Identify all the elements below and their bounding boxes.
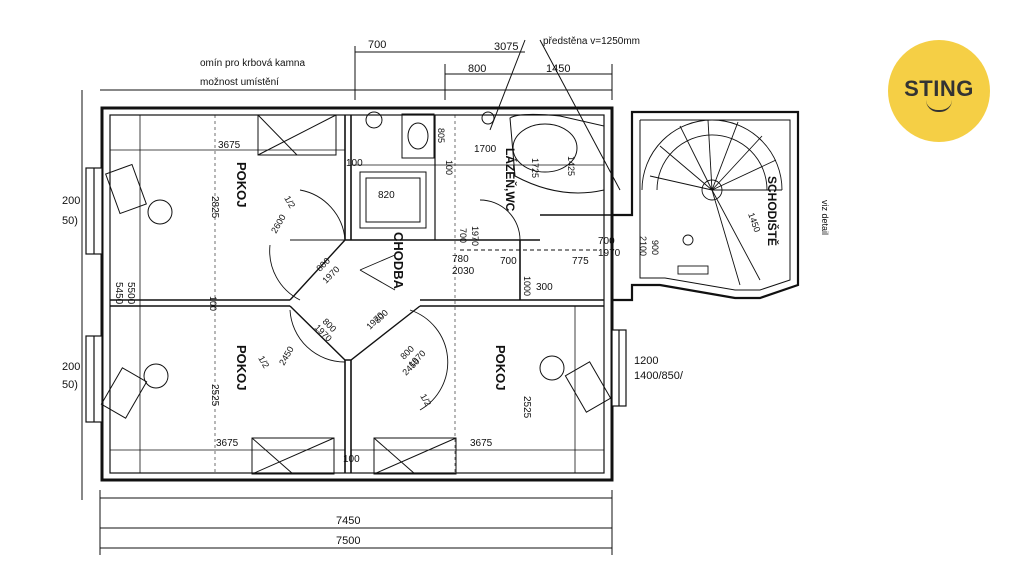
room-label-lazen-wc: LÁZEŇ,WC: [503, 148, 518, 212]
outer-walls: [100, 106, 800, 482]
dim-700-mid: 700: [500, 256, 517, 267]
window-right-detail: 1400/850/: [634, 370, 684, 382]
note-komin-line2: možnost umístění: [200, 77, 279, 88]
door-swings: [269, 189, 600, 411]
roof-windows: [251, 114, 457, 475]
dim-5500: 5500: [125, 282, 136, 305]
room-label-pokoj-bottom-left: POKOJ: [234, 345, 249, 391]
dim-3675-bottom-right: 3675: [470, 438, 493, 449]
note-komin-line1: omín pro krbová kamna: [200, 58, 305, 69]
dim-805: 805: [436, 128, 446, 143]
dim-1450-top: 1450: [546, 63, 570, 75]
window-left-top-size: 200: [62, 195, 80, 207]
furniture: [100, 111, 612, 419]
dim-700-right: 700: [598, 236, 615, 247]
interior-walls: [110, 115, 612, 473]
dim-300: 300: [536, 282, 553, 293]
dim-1725: 1725: [530, 158, 540, 178]
dim-3675-bottom-left: 3675: [216, 438, 239, 449]
dim-100-b: 100: [444, 160, 454, 175]
dim-2825: 2825: [209, 196, 220, 219]
dim-2100: 2100: [638, 236, 648, 256]
dim-3075: 3075: [494, 41, 518, 53]
window-right-size: 1200: [634, 355, 658, 367]
dim-800-top: 800: [468, 63, 486, 75]
window-left-bottom-detail: 50): [62, 379, 78, 391]
sting-logo[interactable]: STING: [888, 40, 990, 142]
room-label-chodba: CHODBA: [391, 232, 406, 290]
logo-smile-icon: [926, 100, 952, 112]
dim-100-mid: 100: [208, 296, 218, 311]
dim-1425: 1425: [566, 156, 576, 176]
dim-1000: 1000: [522, 276, 532, 296]
dim-2525-left: 2525: [209, 384, 220, 407]
dim-3675-top: 3675: [218, 140, 241, 151]
dim-100-bottom: 100: [343, 454, 360, 465]
dim-2030: 2030: [452, 266, 475, 277]
room-label-schodiste: SCHODIŠTĚ: [765, 176, 780, 246]
logo-text: STING: [904, 76, 974, 101]
dim-1700: 1700: [474, 144, 497, 155]
dim-820: 820: [378, 190, 395, 201]
bottom-dimension-lines: [99, 490, 613, 555]
right-window: [611, 329, 627, 407]
window-left-top-detail: 50): [62, 215, 78, 227]
dim-5450: 5450: [113, 282, 124, 305]
dim-1970-right: 1970: [598, 248, 621, 259]
scan-page: [62, 8, 840, 584]
note-viz-detail: viz detail: [820, 200, 830, 235]
window-left-bottom-size: 200: [62, 361, 80, 373]
dim-775: 775: [572, 256, 589, 267]
dim-2525-right: 2525: [521, 396, 532, 419]
top-dimension-lines: [81, 39, 621, 500]
dim-900: 900: [650, 240, 660, 255]
room-label-pokoj-top: POKOJ: [234, 162, 249, 208]
dim-1970-wc: 1970: [470, 226, 480, 246]
dim-700-wc: 700: [458, 228, 468, 243]
dim-100-a: 100: [346, 158, 363, 169]
note-predstena: předstěna v=1250mm: [543, 36, 640, 47]
left-windows: [85, 167, 103, 423]
spiral-staircase: [641, 119, 783, 286]
dim-7500: 7500: [336, 535, 360, 547]
room-label-pokoj-bottom-right: POKOJ: [493, 345, 508, 391]
dim-7450: 7450: [336, 515, 360, 527]
dim-700-top: 700: [368, 39, 386, 51]
dim-780: 780: [452, 254, 469, 265]
